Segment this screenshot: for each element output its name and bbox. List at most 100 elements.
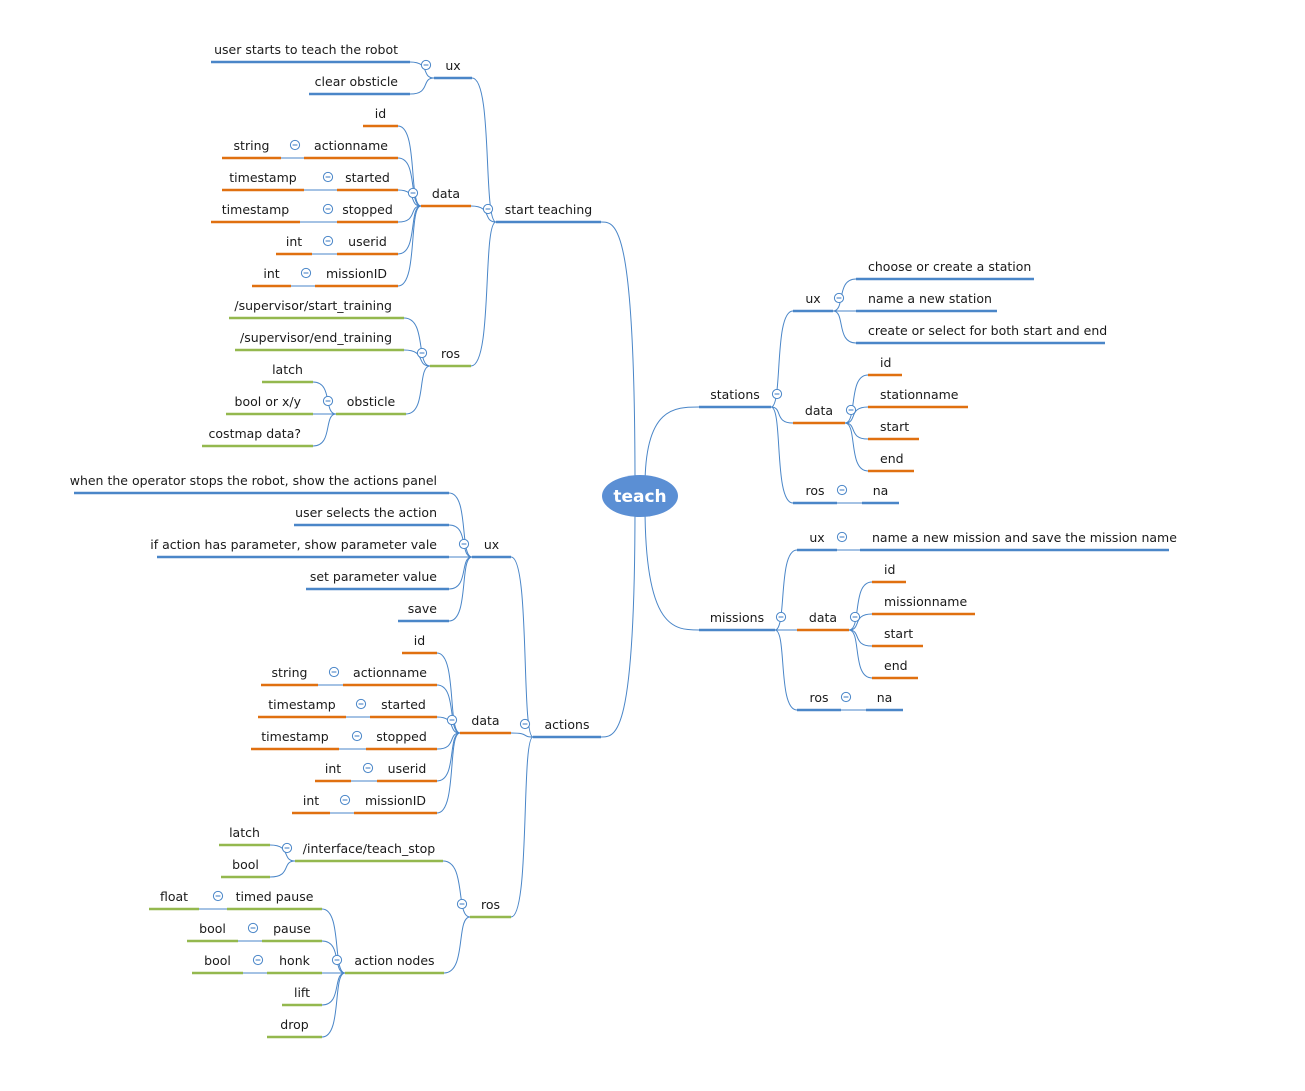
topic-choose-or-create-a-station[interactable]: choose or create a station	[868, 259, 1031, 274]
topic-interface-teach-stop[interactable]: /interface/teach_stop	[303, 841, 436, 856]
topic-int[interactable]: int	[325, 761, 341, 776]
topic-timestamp[interactable]: timestamp	[261, 729, 328, 744]
collapse-minus-icon[interactable]	[840, 691, 852, 703]
collapse-minus-icon[interactable]	[252, 954, 264, 966]
topic-supervisor-start-training[interactable]: /supervisor/start_training	[234, 298, 392, 313]
topic-na[interactable]: na	[877, 690, 893, 705]
collapse-minus-icon[interactable]	[351, 730, 363, 742]
collapse-minus-icon[interactable]	[420, 59, 432, 71]
topic-name-a-new-station[interactable]: name a new station	[868, 291, 992, 306]
topic-end[interactable]: end	[880, 451, 904, 466]
collapse-minus-icon[interactable]	[775, 611, 787, 623]
topic-id[interactable]: id	[884, 562, 895, 577]
topic-start[interactable]: start	[884, 626, 913, 641]
topic-started[interactable]: started	[381, 697, 426, 712]
topic-actionname[interactable]: actionname	[353, 665, 427, 680]
topic-user-starts-to-teach-the-robot[interactable]: user starts to teach the robot	[214, 42, 398, 57]
collapse-minus-icon[interactable]	[845, 404, 857, 416]
collapse-minus-icon[interactable]	[362, 762, 374, 774]
collapse-minus-icon[interactable]	[836, 531, 848, 543]
topic-ux[interactable]: ux	[809, 530, 824, 545]
topic-data[interactable]: data	[471, 713, 499, 728]
topic-string[interactable]: string	[272, 665, 308, 680]
topic-stationname[interactable]: stationname	[880, 387, 959, 402]
topic-int[interactable]: int	[286, 234, 302, 249]
topic-data[interactable]: data	[809, 610, 837, 625]
topic-save[interactable]: save	[408, 601, 438, 616]
topic-name-a-new-mission-and-save-the-mission-name[interactable]: name a new mission and save the mission …	[872, 530, 1177, 545]
collapse-minus-icon[interactable]	[328, 666, 340, 678]
collapse-minus-icon[interactable]	[322, 395, 334, 407]
topic-missionname[interactable]: missionname	[884, 594, 967, 609]
topic-supervisor-end-training[interactable]: /supervisor/end_training	[240, 330, 392, 345]
topic-stopped[interactable]: stopped	[342, 202, 393, 217]
topic-missions[interactable]: missions	[710, 610, 764, 625]
topic-if-action-has-parameter-show-parameter-vale[interactable]: if action has parameter, show parameter …	[150, 537, 437, 552]
root-topic-shape[interactable]	[602, 475, 678, 517]
topic-timestamp[interactable]: timestamp	[222, 202, 289, 217]
topic-ux[interactable]: ux	[445, 58, 460, 73]
topic-set-parameter-value[interactable]: set parameter value	[310, 569, 437, 584]
topic-int[interactable]: int	[263, 266, 279, 281]
topic-start-teaching[interactable]: start teaching	[505, 202, 592, 217]
topic-actionname[interactable]: actionname	[314, 138, 388, 153]
topic-when-the-operator-stops-the-robot-show-the-actions-panel[interactable]: when the operator stops the robot, show …	[70, 473, 437, 488]
topic-user-selects-the-action[interactable]: user selects the action	[295, 505, 437, 520]
topic-ros[interactable]: ros	[809, 690, 828, 705]
topic-end[interactable]: end	[884, 658, 908, 673]
collapse-minus-icon[interactable]	[836, 484, 848, 496]
topic-latch[interactable]: latch	[229, 825, 260, 840]
collapse-minus-icon[interactable]	[212, 890, 224, 902]
collapse-minus-icon[interactable]	[416, 347, 428, 359]
topic-data[interactable]: data	[805, 403, 833, 418]
collapse-minus-icon[interactable]	[482, 203, 494, 215]
topic-ros[interactable]: ros	[481, 897, 500, 912]
topic-int[interactable]: int	[303, 793, 319, 808]
topic-missionid[interactable]: missionID	[326, 266, 387, 281]
topic-honk[interactable]: honk	[279, 953, 310, 968]
topic-timestamp[interactable]: timestamp	[268, 697, 335, 712]
collapse-minus-icon[interactable]	[281, 842, 293, 854]
topic-drop[interactable]: drop	[280, 1017, 308, 1032]
collapse-minus-icon[interactable]	[322, 235, 334, 247]
topic-start[interactable]: start	[880, 419, 909, 434]
topic-action-nodes[interactable]: action nodes	[354, 953, 434, 968]
topic-stopped[interactable]: stopped	[376, 729, 427, 744]
collapse-minus-icon[interactable]	[331, 954, 343, 966]
collapse-minus-icon[interactable]	[456, 898, 468, 910]
topic-started[interactable]: started	[345, 170, 390, 185]
topic-id[interactable]: id	[880, 355, 891, 370]
collapse-minus-icon[interactable]	[458, 538, 470, 550]
topic-timestamp[interactable]: timestamp	[229, 170, 296, 185]
topic-missionid[interactable]: missionID	[365, 793, 426, 808]
collapse-minus-icon[interactable]	[833, 292, 845, 304]
topic-userid[interactable]: userid	[348, 234, 387, 249]
topic-actions[interactable]: actions	[545, 717, 590, 732]
collapse-minus-icon[interactable]	[300, 267, 312, 279]
collapse-minus-icon[interactable]	[771, 388, 783, 400]
collapse-minus-icon[interactable]	[247, 922, 259, 934]
collapse-minus-icon[interactable]	[407, 187, 419, 199]
topic-float[interactable]: float	[160, 889, 188, 904]
collapse-minus-icon[interactable]	[355, 698, 367, 710]
topic-bool[interactable]: bool	[204, 953, 231, 968]
topic-stations[interactable]: stations	[710, 387, 760, 402]
collapse-minus-icon[interactable]	[289, 139, 301, 151]
topic-ros[interactable]: ros	[441, 346, 460, 361]
topic-string[interactable]: string	[234, 138, 270, 153]
topic-bool[interactable]: bool	[232, 857, 259, 872]
collapse-minus-icon[interactable]	[849, 611, 861, 623]
topic-id[interactable]: id	[414, 633, 425, 648]
topic-id[interactable]: id	[375, 106, 386, 121]
topic-ux[interactable]: ux	[805, 291, 820, 306]
topic-obsticle[interactable]: obsticle	[347, 394, 396, 409]
topic-create-or-select-for-both-start-and-end[interactable]: create or select for both start and end	[868, 323, 1107, 338]
topic-userid[interactable]: userid	[388, 761, 427, 776]
collapse-minus-icon[interactable]	[519, 718, 531, 730]
topic-latch[interactable]: latch	[272, 362, 303, 377]
topic-na[interactable]: na	[873, 483, 889, 498]
topic-pause[interactable]: pause	[273, 921, 311, 936]
collapse-minus-icon[interactable]	[322, 203, 334, 215]
collapse-minus-icon[interactable]	[446, 714, 458, 726]
topic-bool[interactable]: bool	[199, 921, 226, 936]
